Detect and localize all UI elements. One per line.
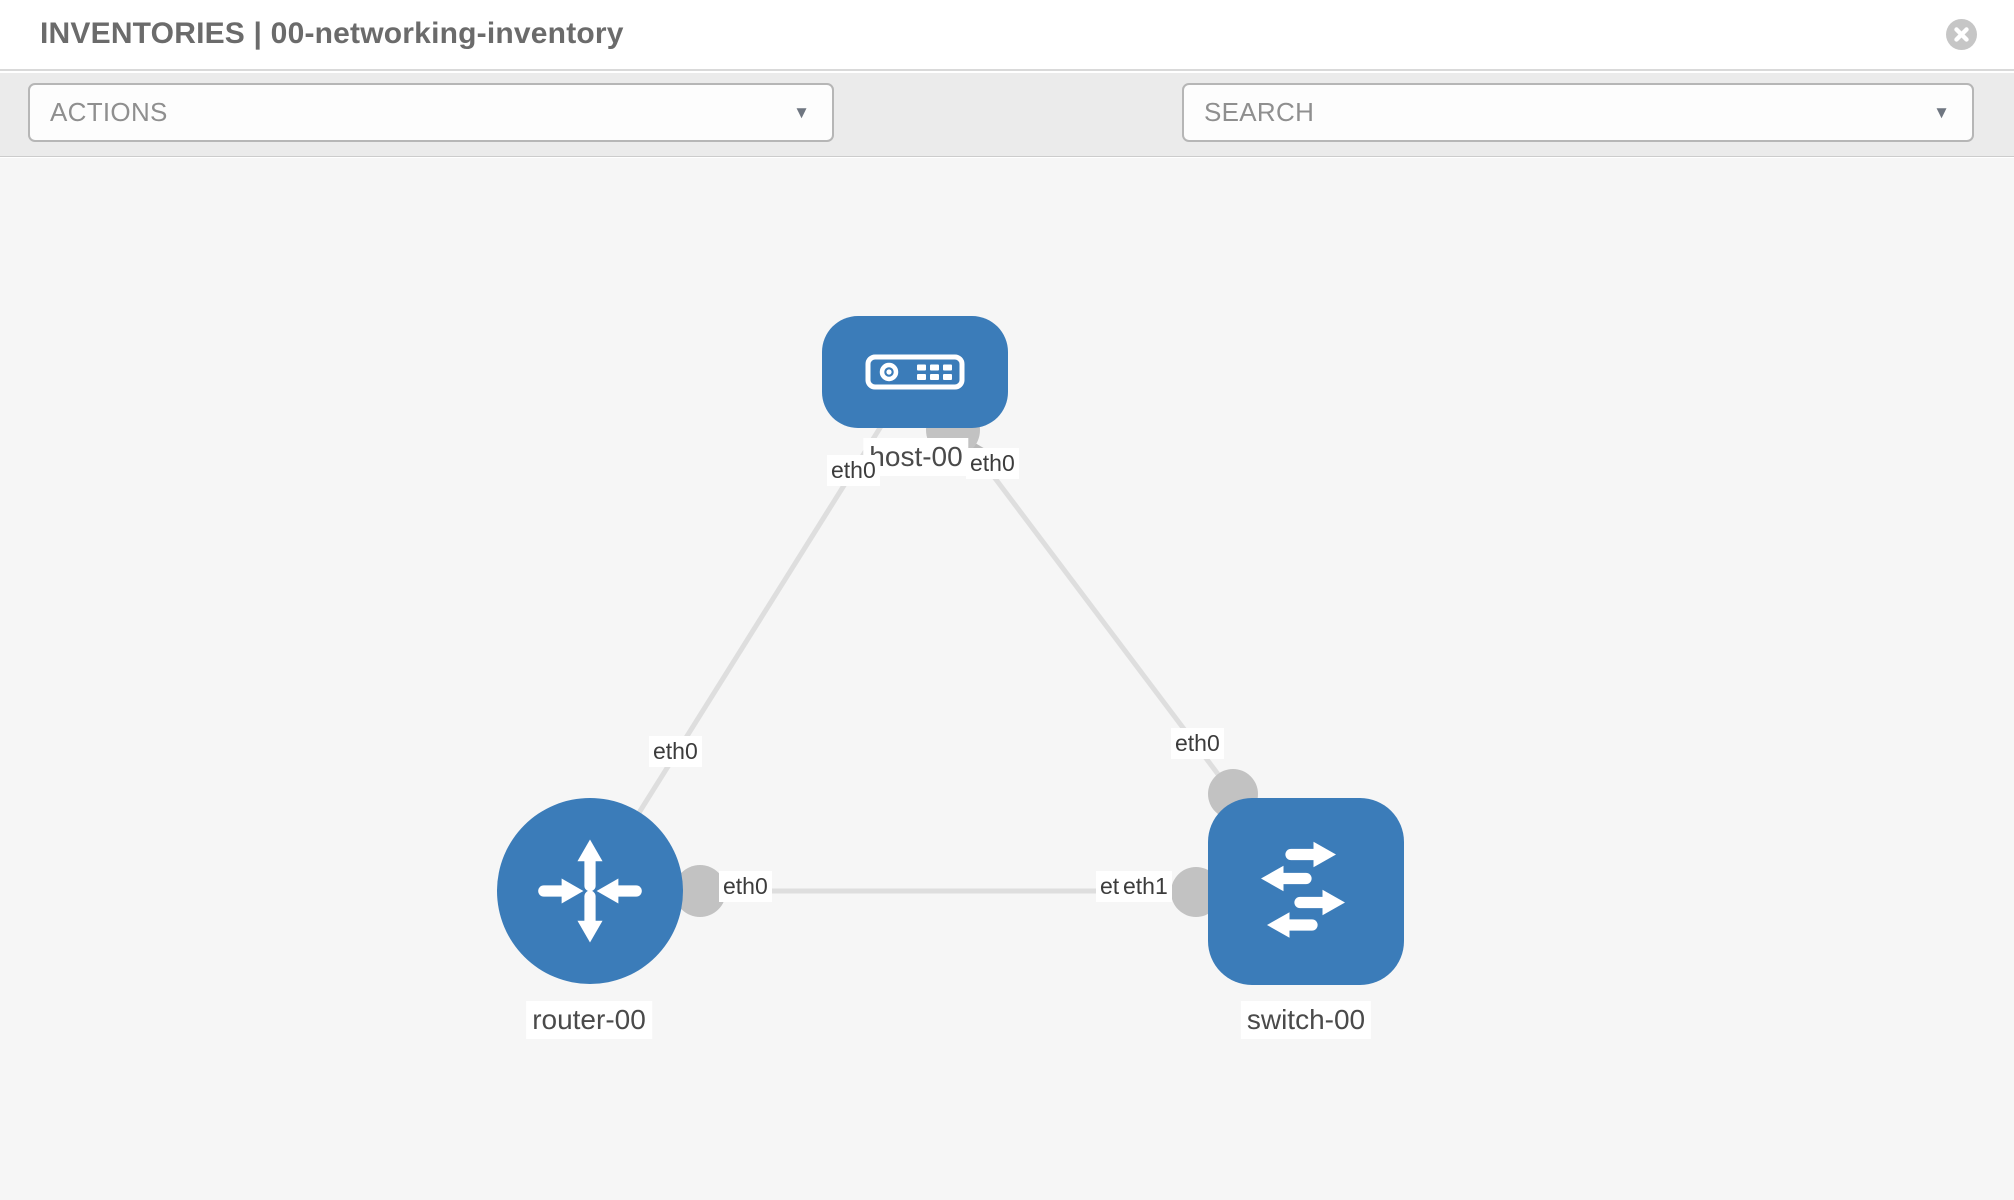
port-label-switch-eth1: eth1 [1119,871,1172,902]
close-button[interactable] [1946,19,1977,50]
edge-lines [587,370,1308,894]
port-label-switch-eth0: eth0 [1171,728,1224,759]
topology-canvas[interactable]: host-00 router-00 switch-00 eth0 eth0 et… [0,158,2014,1200]
node-label-router: router-00 [526,1001,652,1039]
close-icon [1954,27,1969,42]
port-label-router-eth0: eth0 [649,736,702,767]
switch-icon [1261,841,1345,938]
actions-dropdown-label: ACTIONS [50,97,168,127]
header-bar: INVENTORIES | 00-networking-inventory [0,0,2014,71]
search-dropdown[interactable]: SEARCH ▼ [1182,83,1974,142]
node-host-00[interactable] [822,316,1008,428]
host-icon [865,354,965,390]
actions-dropdown[interactable]: ACTIONS ▼ [28,83,834,142]
node-label-switch: switch-00 [1240,1001,1372,1039]
node-switch-00[interactable] [1208,798,1404,985]
search-dropdown-label: SEARCH [1204,97,1315,127]
router-icon [538,839,642,943]
chevron-down-icon: ▼ [793,102,810,122]
node-label-host: host-00 [863,438,969,476]
toolbar: ACTIONS ▼ SEARCH ▼ [0,73,2014,205]
port-label-host-eth0: eth0 [966,448,1019,479]
page-title: INVENTORIES | 00-networking-inventory [40,17,624,50]
port-label-router-eth0: eth0 [719,871,772,902]
chevron-down-icon: ▼ [1933,102,1950,122]
port-label-host-eth0: eth0 [827,455,880,486]
node-router-00[interactable] [497,798,683,984]
